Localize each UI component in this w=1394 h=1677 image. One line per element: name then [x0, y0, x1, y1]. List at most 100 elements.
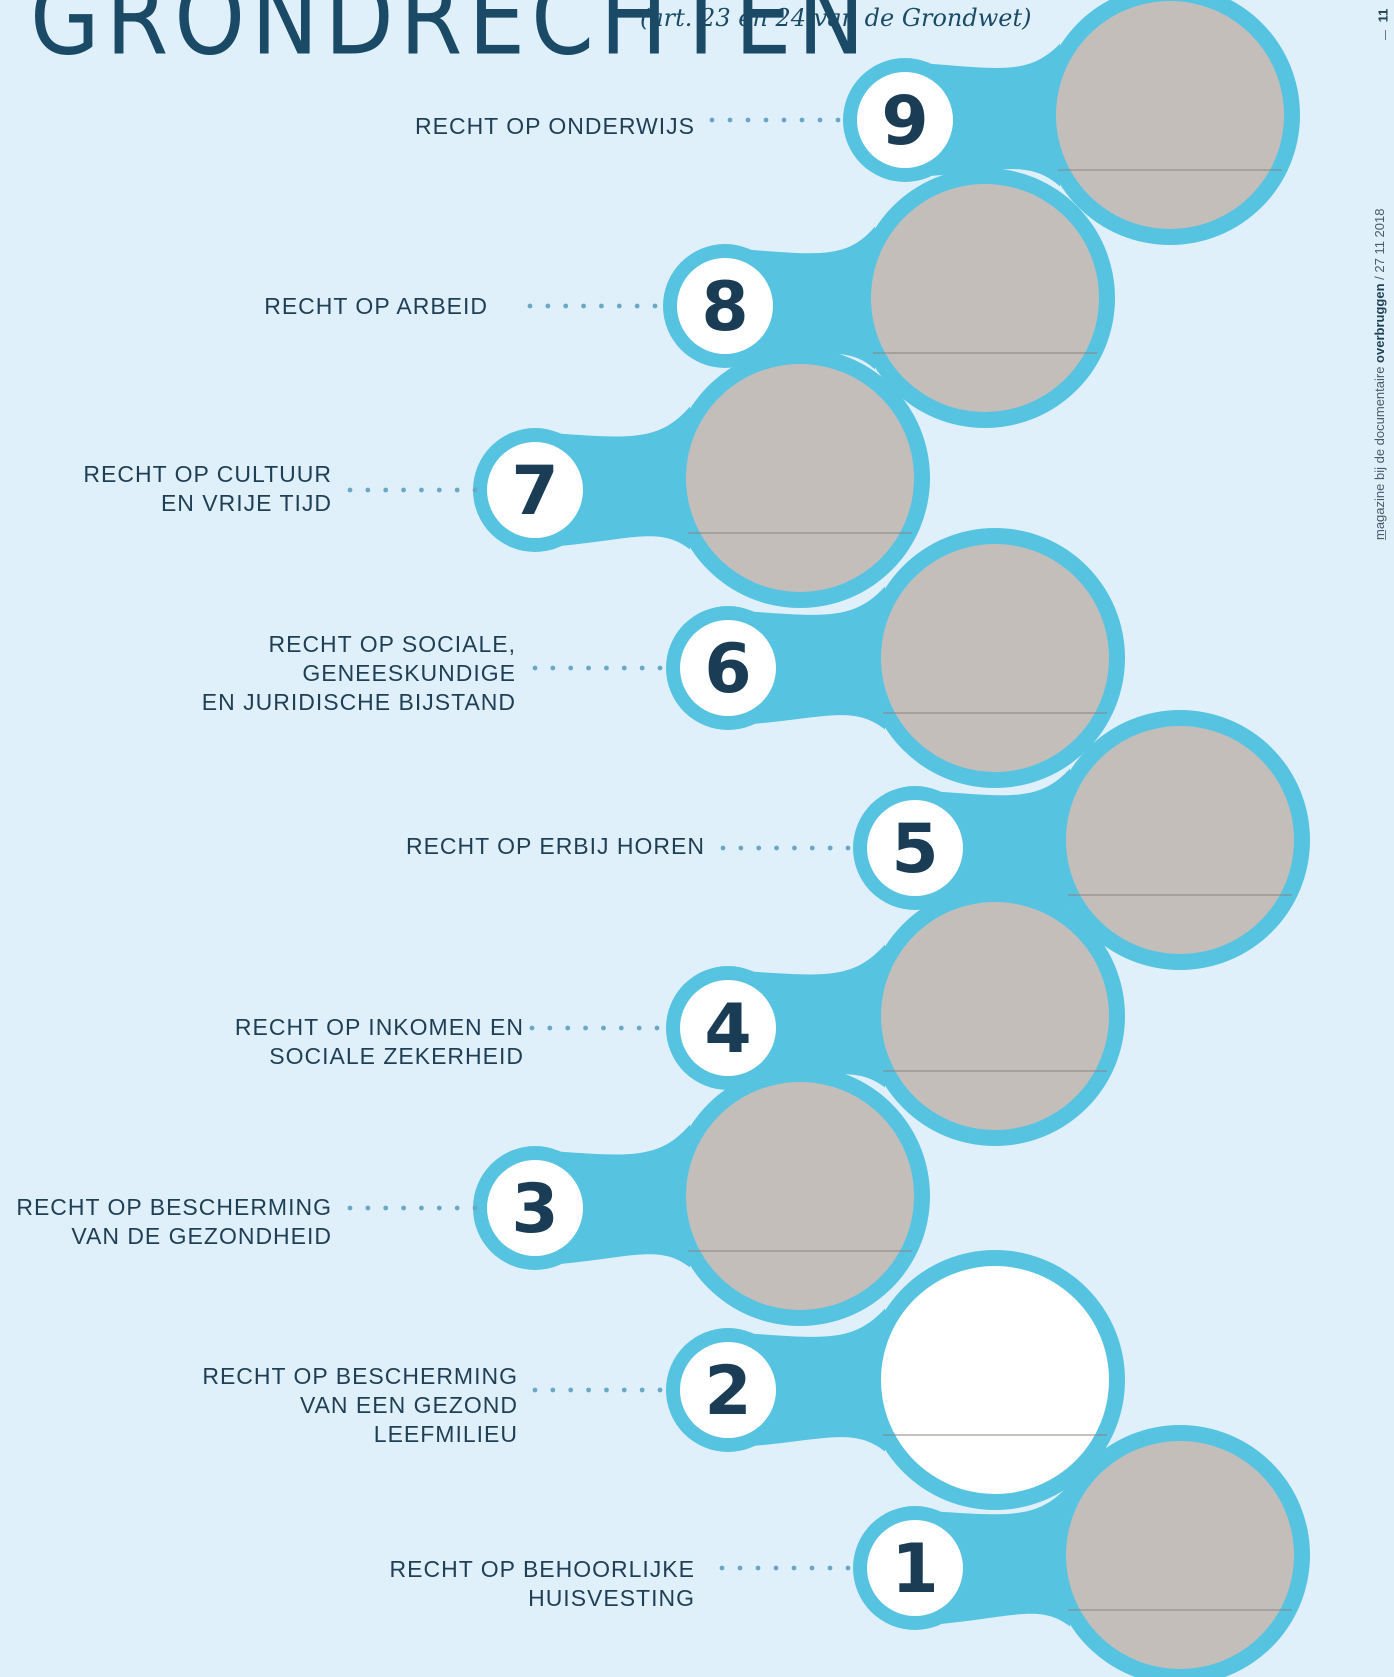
- number-disc-7: [487, 442, 583, 538]
- leader-dot-6-3: [586, 665, 591, 671]
- leader-dot-5-5: [809, 845, 815, 851]
- right-label-line: HUISVESTING: [528, 1585, 695, 1611]
- leader-dot-9-5: [799, 117, 805, 123]
- leader-dot-4-2: [565, 1025, 571, 1031]
- leader-dot-5-1: [738, 845, 744, 851]
- illustration-scene-8: [871, 184, 1099, 412]
- leader-dot-9-0: [709, 117, 715, 123]
- leader-dot-8-4: [599, 303, 604, 309]
- leader-dot-5-0: [720, 845, 726, 851]
- leader-dot-6-2: [568, 665, 574, 671]
- illustration-scene-3: [686, 1082, 914, 1310]
- number-2: 2: [704, 1352, 751, 1431]
- right-label-line: EN VRIJE TIJD: [160, 490, 332, 516]
- leader-dot-5-4: [792, 845, 797, 851]
- leader-dot-2-0: [532, 1387, 538, 1393]
- leader-dot-1-4: [791, 1565, 797, 1571]
- leader-dot-7-2: [383, 487, 389, 493]
- leader-dot-5-2: [756, 845, 762, 851]
- number-disc-6: [680, 620, 776, 716]
- leader-dot-4-4: [601, 1025, 606, 1031]
- leader-dot-7-4: [419, 487, 424, 493]
- leader-dot-8-0: [527, 303, 533, 309]
- right-label-line: RECHT OP ONDERWIJS: [415, 113, 695, 139]
- leader-dot-6-1: [550, 665, 556, 671]
- number-disc-2: [680, 1342, 776, 1438]
- leader-dot-6-7: [657, 665, 663, 671]
- leader-dot-9-1: [727, 117, 733, 123]
- leader-dot-5-7: [845, 845, 851, 851]
- leader-dot-1-2: [755, 1565, 761, 1571]
- leader-dot-6-0: [532, 665, 538, 671]
- leader-dot-9-6: [817, 117, 823, 123]
- number-4: 4: [704, 990, 751, 1069]
- leader-dot-3-6: [454, 1205, 460, 1211]
- leader-dot-9-4: [781, 117, 787, 123]
- illustration-scene-9: [1056, 1, 1284, 229]
- leader-dot-2-3: [586, 1387, 591, 1393]
- page-subtitle: (art. 23 en 24 van de Grondwet): [640, 4, 1032, 32]
- illustration-scene-5: [1066, 726, 1294, 954]
- leader-dot-7-0: [347, 487, 353, 493]
- number-3: 3: [511, 1170, 558, 1249]
- leader-dot-5-6: [827, 845, 833, 851]
- leader-dot-3-4: [419, 1205, 424, 1211]
- right-label-1: RECHT OP BEHOORLIJKE HUISVESTING: [390, 1555, 695, 1613]
- right-label-5: RECHT OP ERBIJ HOREN: [406, 832, 705, 861]
- number-disc-4: [680, 980, 776, 1076]
- right-label-line: RECHT OP CULTUUR: [83, 461, 332, 487]
- leader-dot-2-5: [621, 1387, 627, 1393]
- sidebar-rule-bottom: [1385, 530, 1386, 540]
- leader-dot-4-3: [583, 1025, 588, 1031]
- right-label-7: RECHT OP CULTUUR EN VRIJE TIJD: [83, 460, 332, 518]
- leader-dot-5-3: [774, 845, 779, 851]
- illustration-scene-4: [881, 902, 1109, 1130]
- leader-dot-3-2: [383, 1205, 389, 1211]
- right-label-line: EN JURIDISCHE BIJSTAND: [201, 689, 516, 715]
- leader-dot-1-5: [809, 1565, 815, 1571]
- leader-dot-3-3: [401, 1205, 406, 1211]
- leader-dot-3-0: [347, 1205, 353, 1211]
- leader-dot-1-1: [737, 1565, 743, 1571]
- leader-dot-2-6: [639, 1387, 645, 1393]
- leader-dot-8-3: [581, 303, 586, 309]
- right-label-line: RECHT OP BEHOORLIJKE: [389, 1556, 695, 1582]
- leader-dot-2-1: [550, 1387, 556, 1393]
- number-disc-9: [857, 72, 953, 168]
- leader-dot-3-1: [365, 1205, 371, 1211]
- leader-dot-8-2: [563, 303, 569, 309]
- right-label-line: RECHT OP INKOMEN EN: [234, 1014, 524, 1040]
- page-title: GRONDRECHTEN: [30, 0, 871, 79]
- leader-dot-1-7: [845, 1565, 851, 1571]
- leader-dot-2-7: [657, 1387, 663, 1393]
- right-label-line: LEEFMILIEU: [373, 1421, 518, 1447]
- leader-dot-4-1: [547, 1025, 553, 1031]
- right-label-line: RECHT OP SOCIALE,: [268, 631, 516, 657]
- leader-dot-7-1: [365, 487, 371, 493]
- right-label-line: RECHT OP ARBEID: [264, 293, 488, 319]
- illustration-scene-7: [686, 364, 914, 592]
- leader-dot-4-6: [636, 1025, 642, 1031]
- illustration-scene-6: [881, 544, 1109, 772]
- page-number: 11: [1375, 8, 1391, 23]
- right-label-line: VAN EEN GEZOND: [299, 1392, 518, 1418]
- right-label-9: RECHT OP ONDERWIJS: [415, 112, 695, 141]
- number-disc-5: [867, 800, 963, 896]
- leader-dot-1-3: [773, 1565, 779, 1571]
- right-label-8: RECHT OP ARBEID: [264, 292, 488, 321]
- leader-dot-4-5: [618, 1025, 624, 1031]
- leader-dot-9-3: [763, 117, 769, 123]
- leader-dot-7-7: [472, 487, 478, 493]
- illustration-scene-2: [881, 1266, 1109, 1494]
- number-6: 6: [704, 630, 751, 709]
- number-8: 8: [701, 268, 748, 347]
- number-1: 1: [891, 1530, 938, 1609]
- leader-dot-6-4: [604, 665, 609, 671]
- right-label-line: VAN DE GEZONDHEID: [71, 1223, 332, 1249]
- illustration-scene-1: [1066, 1441, 1294, 1669]
